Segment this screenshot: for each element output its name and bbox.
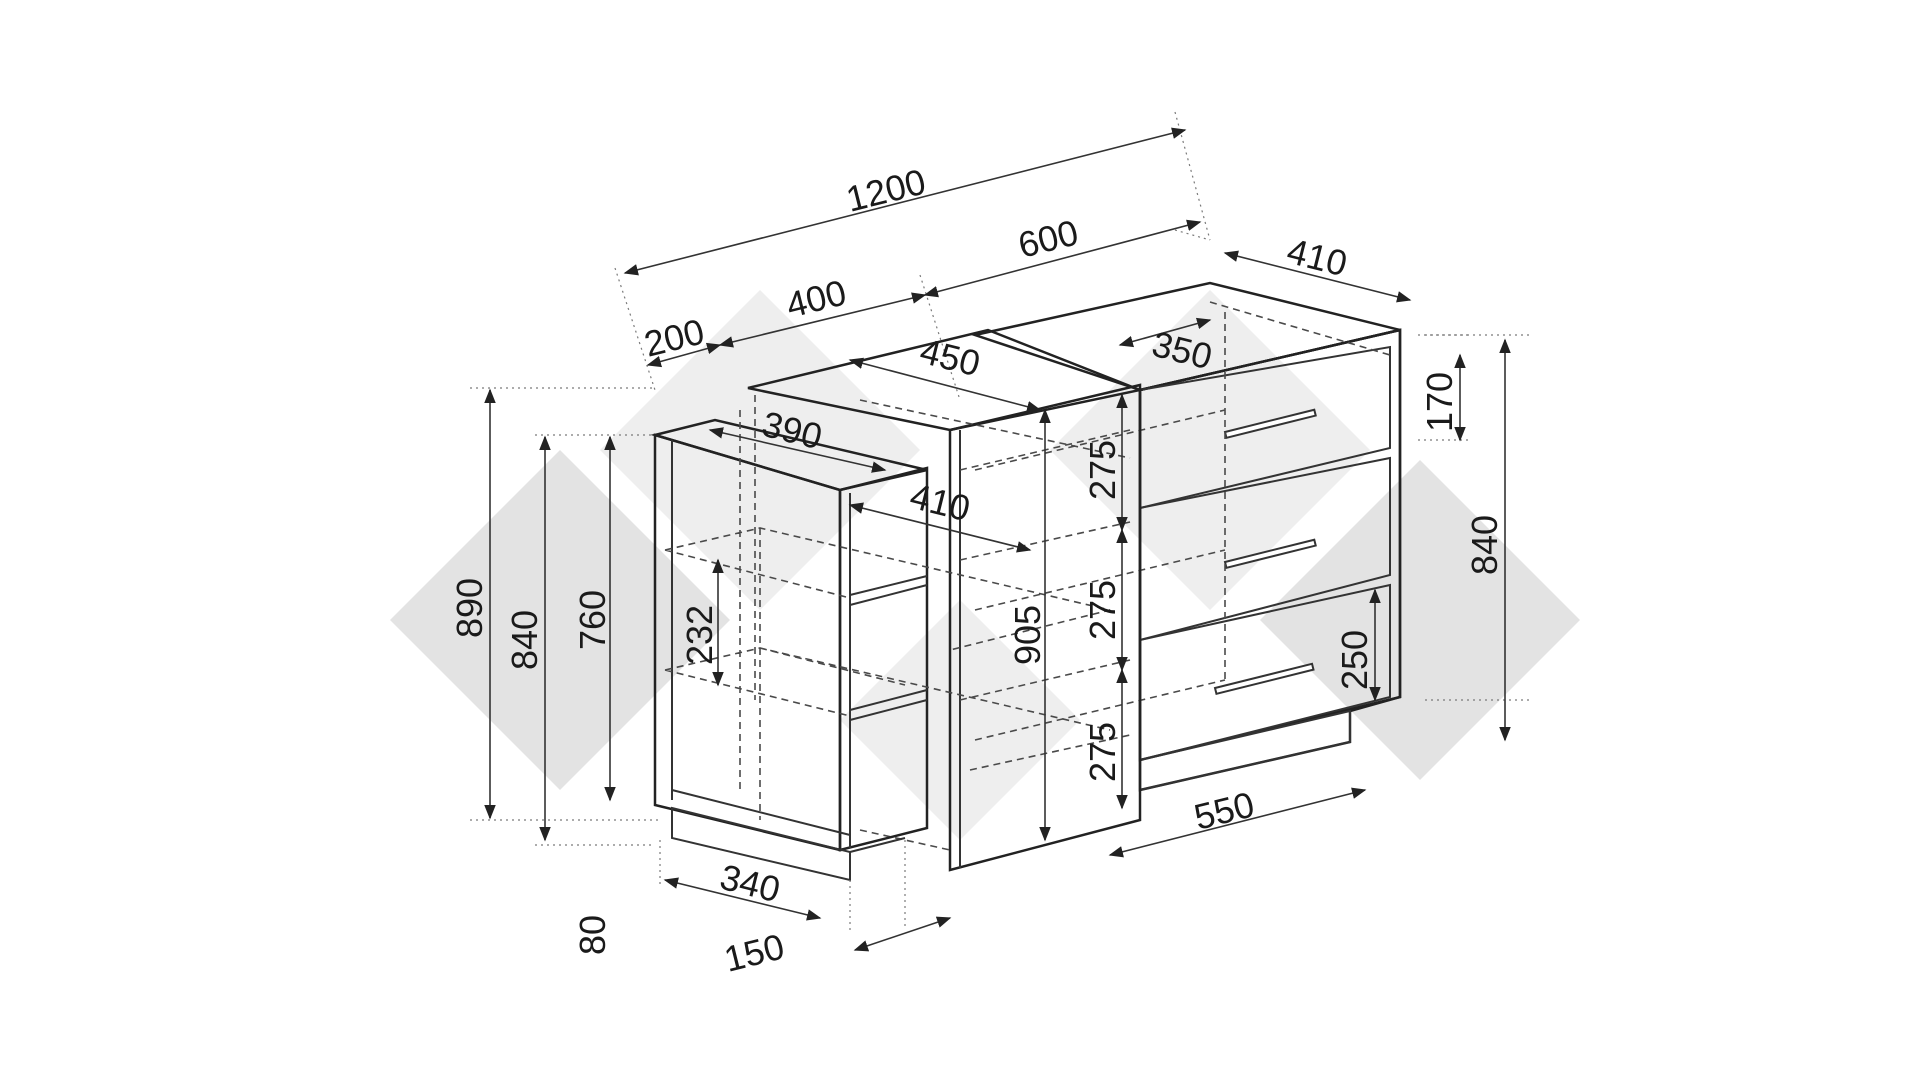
dim-250: 250 (1334, 630, 1375, 690)
dim-275-bottom: 275 (1082, 722, 1123, 782)
dim-840-left: 840 (504, 610, 545, 670)
dim-410-top: 410 (1283, 230, 1351, 284)
dim-170: 170 (1419, 372, 1460, 432)
dim-550: 550 (1190, 783, 1258, 837)
dim-232: 232 (679, 605, 720, 665)
dim-275-top: 275 (1082, 440, 1123, 500)
dim-line-350 (1118, 317, 1212, 348)
dim-840-right: 840 (1464, 515, 1505, 575)
dimension-lines (484, 127, 1511, 952)
dim-line-400 (718, 292, 927, 348)
extension-lines (470, 111, 1530, 930)
dim-340: 340 (716, 856, 784, 910)
dim-890: 890 (449, 578, 490, 638)
drawer-handle-icon (1213, 662, 1315, 696)
dim-275-middle: 275 (1082, 580, 1123, 640)
dim-400: 400 (782, 271, 850, 325)
dim-600: 600 (1014, 211, 1082, 265)
dim-line-410-top (1223, 250, 1412, 303)
dim-1200: 1200 (842, 161, 930, 220)
chest-plinth (1139, 709, 1351, 792)
watermark-diamond-left (390, 450, 730, 790)
dim-line-550 (1108, 787, 1367, 858)
dim-760: 760 (572, 590, 613, 650)
dim-line-340 (663, 877, 822, 921)
dim-line-150 (853, 916, 952, 952)
dim-line-200 (646, 342, 722, 368)
dim-line-450 (848, 357, 1042, 413)
shelf-front-edge (838, 466, 929, 852)
dim-line-1200 (623, 127, 1187, 276)
dim-80: 80 (572, 915, 613, 955)
watermark (390, 290, 1580, 840)
dim-450: 450 (916, 330, 984, 384)
dim-905: 905 (1007, 605, 1048, 665)
dim-line-410-shelf (848, 502, 1032, 553)
watermark-diamond-right (1050, 290, 1370, 610)
dim-line-390 (708, 427, 887, 473)
dim-150: 150 (720, 925, 788, 979)
dim-line-600 (923, 219, 1202, 298)
